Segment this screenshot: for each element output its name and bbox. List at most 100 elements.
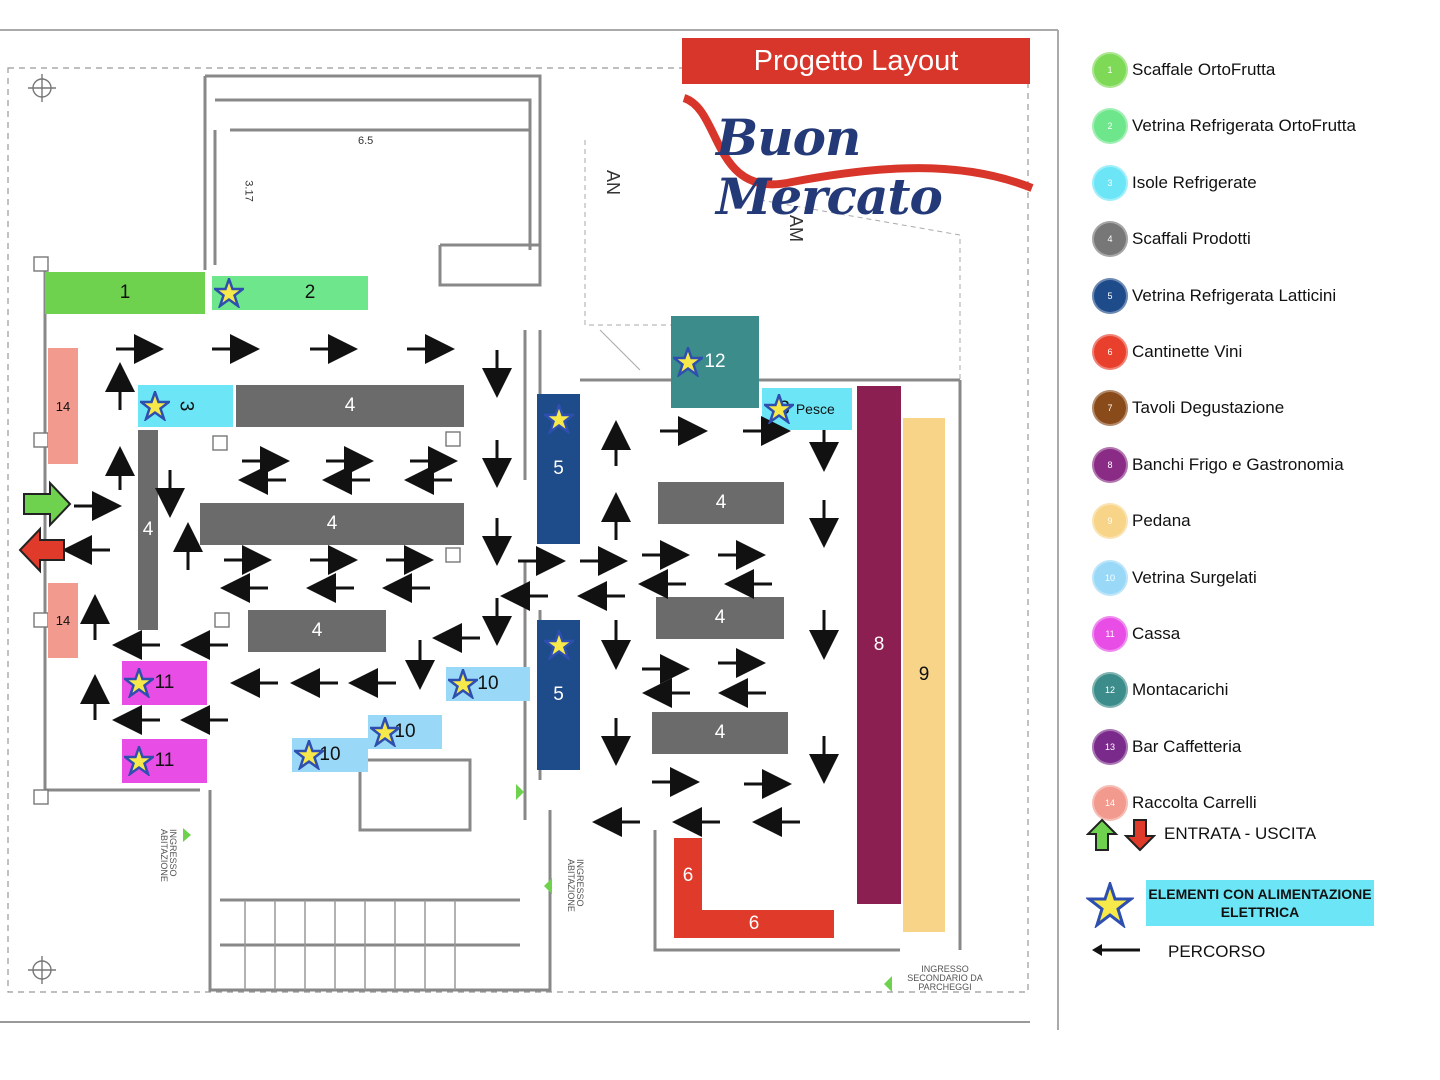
block-4c: 4 [138,430,158,630]
block-6a: 6 [674,838,702,914]
legend-powered-label: ELEMENTI CON ALIMENTAZIONE ELETTRICA [1146,880,1374,926]
block-4g: 4 [652,712,788,754]
block-4b: 4 [200,503,464,545]
block-2: 2 [212,276,368,310]
block-3a: 3 [138,385,233,427]
route-arrows [18,334,892,992]
block-label: 4 [311,620,323,641]
legend-item-label: Vetrina Refrigerata OrtoFrutta [1132,116,1356,136]
legend-item-label: Tavoli Degustazione [1132,398,1285,418]
block-label: 4 [715,492,727,513]
block-9: 9 [903,418,945,932]
block-14a: 14 [48,348,78,464]
legend-item-label: Bar Caffetteria [1132,736,1242,756]
block-label: 4 [344,395,356,416]
legend-route-label: PERCORSO [1168,942,1266,961]
legend-color-dot: 2 [1092,108,1128,145]
block-label: 6 [748,913,760,934]
legend-color-dot: 5 [1092,277,1128,314]
block-label: 10 [394,721,416,742]
block-label: 10 [477,673,499,694]
block-4d: 4 [248,610,386,652]
block-4e: 4 [658,482,784,524]
power-star-icon [448,669,478,699]
block-6b: 6 [674,910,834,938]
legend-color-dot: 4 [1092,221,1128,258]
legend-color-dot: 7 [1092,390,1128,427]
block-label: 12 [704,351,726,372]
block-10c: 10 [292,738,368,772]
powered-star-icon [1086,882,1134,928]
block-8: 8 [857,386,901,904]
dimension-label-a: 6.5 [358,135,374,147]
block-4a: 4 [236,385,464,427]
block-5b: 5 [537,620,580,770]
block-10b: 10 [368,715,442,749]
legend-color-dot: 11 [1092,616,1128,652]
floor-plan: Progetto Layout Buon Mercato 6.5 3.17 AN… [0,29,1059,1030]
power-star-icon [764,394,794,424]
power-star-icon [543,630,574,660]
block-label: 5 [553,684,564,705]
block-14b: 14 [48,583,78,658]
legend-item-label: Cantinette Vini [1132,342,1243,361]
power-star-icon [214,278,244,308]
block-11b: 11 [122,739,207,783]
block-suffix-label: Pesce [795,401,835,417]
block-label: 11 [154,750,175,771]
legend-item-label: Vetrina Refrigerata Latticini [1132,285,1337,305]
block-label: 3 [175,400,197,412]
power-star-icon [370,717,400,747]
block-4f: 4 [656,597,784,639]
block-label: 6 [682,865,694,886]
legend-entry-exit-label: ENTRATA - USCITA [1164,824,1317,843]
legend-color-dot: 1 [1092,52,1128,88]
legend-color-dot: 13 [1092,728,1128,765]
legend-color-dot: 8 [1092,446,1128,483]
legend-item-label: Pedana [1132,511,1191,531]
legend-color-dot: 3 [1092,164,1128,201]
legend-item-label: Isole Refrigerate [1132,172,1257,192]
power-star-icon [543,404,574,434]
block-label: 10 [319,744,341,765]
block-label: 2 [304,282,316,303]
legend-color-dot: 10 [1092,559,1128,596]
block-label: 11 [154,672,175,693]
block-5a: 5 [537,394,580,544]
legend-color-dot: 12 [1092,672,1128,709]
legend-color-dot: 9 [1092,503,1128,540]
legend-item-label: Banchi Frigo e Gastronomia [1132,454,1344,474]
block-10a: 10 [446,667,530,701]
brand-logo: Buon Mercato [716,108,943,226]
power-star-icon [140,391,170,421]
block-label: 4 [142,519,154,540]
block-label: 9 [918,664,930,685]
block-label: 8 [873,634,885,655]
block-label: 4 [326,513,338,534]
block-1: 1 [45,272,205,314]
exit-arrow-icon [18,526,65,574]
entry-arrow-icon [23,480,72,528]
block-11a: 11 [122,661,207,705]
power-star-icon [294,740,324,770]
legend-item-label: Raccolta Carrelli [1132,793,1257,813]
legend-item-label: Montacarichi [1132,680,1229,700]
block-label: 4 [714,722,726,743]
legend-color-dot: 14 [1092,785,1128,822]
route-arrow-icon [1092,944,1140,956]
